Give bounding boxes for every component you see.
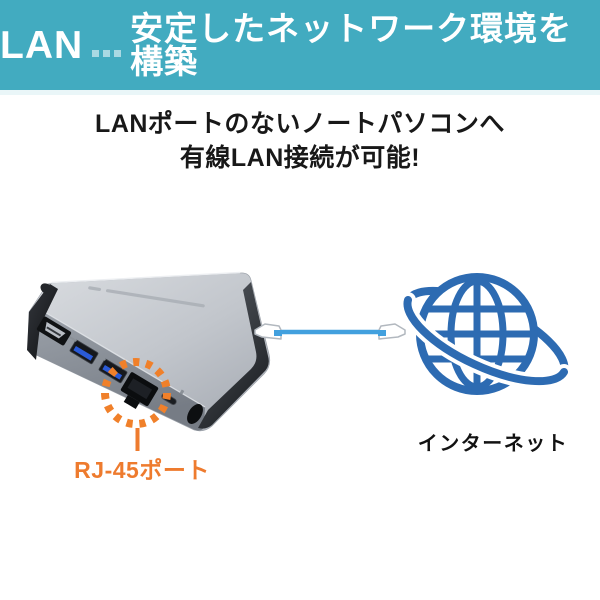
header-bar: LAN 安定したネットワーク環境を構築 — [0, 0, 600, 90]
ethernet-cable-icon — [254, 323, 406, 340]
tagline-line1: LANポートのないノートパソコンへ — [95, 110, 505, 138]
orbit-ring-front — [403, 296, 568, 386]
device-corner-shade — [40, 283, 54, 295]
rj45-plug-icon — [254, 323, 282, 340]
internet-globe-icon — [399, 273, 572, 395]
usb-a-port-icon — [69, 339, 99, 365]
internet-label: インターネット — [417, 433, 569, 455]
rj45-plug-icon — [378, 323, 406, 340]
hdmi-port-icon — [36, 316, 72, 346]
device-foot — [187, 403, 203, 425]
tagline-line2: 有線LAN接続が可能! — [179, 144, 421, 172]
device-right-end — [198, 282, 269, 429]
device-print-mark — [88, 286, 205, 308]
rj45-port-icon — [120, 372, 159, 410]
header-title: 安定したネットワーク環境を構築 — [130, 10, 573, 80]
tagline: LANポートのないノートパソコンへ 有線LAN接続が可能! — [0, 107, 600, 175]
rj45-port-label: RJ-45ポート — [74, 457, 210, 483]
header-divider — [0, 90, 600, 95]
feature-name: LAN — [0, 23, 84, 67]
dock-device — [27, 271, 271, 432]
device-edge-highlight — [35, 306, 206, 408]
device-back-edge — [51, 271, 241, 284]
rj45-highlight-circle — [101, 358, 171, 428]
separator-dots-icon — [92, 49, 122, 57]
device-left-end — [27, 284, 58, 360]
port-markings — [69, 336, 185, 395]
